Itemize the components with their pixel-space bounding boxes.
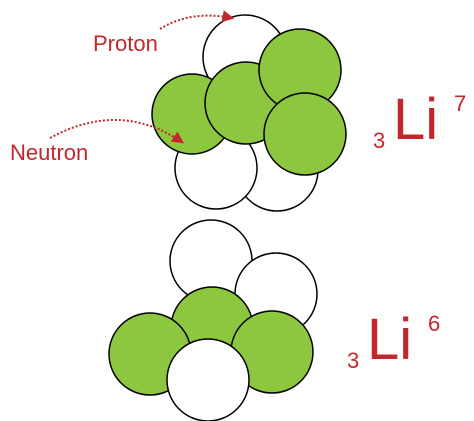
proton-label: Proton bbox=[93, 31, 158, 56]
li7-atomic-number: 3 bbox=[373, 128, 385, 153]
li6-mass-number: 6 bbox=[428, 311, 440, 336]
neutron-label: Neutron bbox=[10, 140, 88, 165]
neutron-arrow bbox=[49, 118, 184, 144]
li7-symbol: Li bbox=[393, 87, 438, 152]
li7-mass-number: 7 bbox=[454, 91, 466, 116]
li7-notation: 3 Li 7 bbox=[373, 87, 466, 153]
li7-nucleus bbox=[151, 14, 347, 212]
neutron bbox=[166, 338, 250, 421]
li6-symbol: Li bbox=[367, 307, 412, 372]
li6-notation: 3 Li 6 bbox=[347, 307, 440, 373]
li6-nucleus bbox=[108, 219, 318, 421]
proton bbox=[263, 92, 347, 176]
li6-atomic-number: 3 bbox=[347, 348, 359, 373]
